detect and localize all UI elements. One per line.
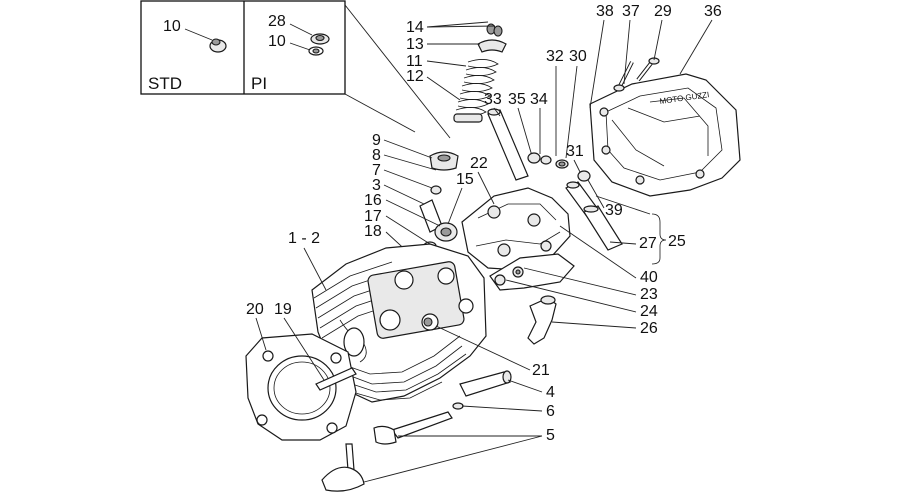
callout-11: 11 bbox=[406, 53, 423, 70]
callout-22: 22 bbox=[470, 155, 488, 172]
cover-gasket-seals bbox=[555, 159, 591, 182]
valve-lower bbox=[321, 443, 365, 492]
breather-fitting bbox=[527, 295, 557, 345]
callout-4: 4 bbox=[546, 384, 555, 401]
callout-21: 21 bbox=[532, 362, 550, 379]
callout-15: 15 bbox=[456, 171, 474, 188]
callout-30: 30 bbox=[569, 48, 587, 65]
callout-38: 38 bbox=[596, 3, 614, 20]
callout-1-2: 1 - 2 bbox=[288, 230, 320, 247]
valve-retainer-parts bbox=[419, 151, 459, 233]
callout-36: 36 bbox=[704, 3, 722, 20]
pushrod bbox=[487, 108, 529, 181]
callout-13: 13 bbox=[406, 36, 424, 53]
callout-37: 37 bbox=[622, 3, 640, 20]
callout-24: 24 bbox=[640, 303, 658, 320]
callout-7: 7 bbox=[372, 162, 381, 179]
callout-10-pi: 10 bbox=[268, 33, 286, 50]
callout-12: 12 bbox=[406, 68, 424, 85]
callout-27: 27 bbox=[639, 235, 657, 252]
valve-guide bbox=[459, 370, 512, 397]
guide-ring bbox=[452, 402, 464, 410]
callout-23: 23 bbox=[640, 286, 658, 303]
callout-19: 19 bbox=[274, 301, 292, 318]
callout-18: 18 bbox=[364, 223, 382, 240]
callout-31: 31 bbox=[566, 143, 584, 160]
valve-cover: MOTO GUZZI bbox=[589, 73, 741, 197]
callout-5: 5 bbox=[546, 427, 555, 444]
callout-6: 6 bbox=[546, 403, 555, 420]
callout-3: 3 bbox=[372, 177, 381, 194]
callout-17: 17 bbox=[364, 208, 382, 225]
pi-label: PI bbox=[251, 74, 267, 93]
callout-29: 29 bbox=[654, 3, 672, 20]
callout-25: 25 bbox=[668, 233, 686, 250]
callout-33: 33 bbox=[484, 91, 502, 108]
std-label: STD bbox=[148, 74, 182, 93]
callout-20: 20 bbox=[246, 301, 264, 318]
cylinder-head bbox=[311, 243, 487, 403]
valve-seal-washer-pi bbox=[308, 33, 330, 56]
callout-8: 8 bbox=[372, 147, 381, 164]
callout-10-std: 10 bbox=[163, 18, 181, 35]
variant-inset: STD PI 10 28 10 bbox=[140, 0, 451, 139]
valve-upper bbox=[373, 411, 453, 445]
rocker-assembly bbox=[461, 181, 623, 271]
callout-16: 16 bbox=[364, 192, 382, 209]
adjuster-screws bbox=[527, 152, 552, 165]
cover-screws bbox=[613, 57, 660, 92]
callout-26: 26 bbox=[640, 320, 658, 337]
valve-stem-seal-std bbox=[209, 38, 227, 53]
callout-35: 35 bbox=[508, 91, 526, 108]
callout-40: 40 bbox=[640, 269, 658, 286]
callout-28-pi: 28 bbox=[268, 13, 286, 30]
callout-32: 32 bbox=[546, 48, 564, 65]
callout-34: 34 bbox=[530, 91, 548, 108]
callout-39: 39 bbox=[605, 202, 623, 219]
callout-14: 14 bbox=[406, 19, 424, 36]
valve-spring-stack bbox=[453, 23, 507, 123]
head-stud bbox=[315, 367, 357, 391]
callout-9: 9 bbox=[372, 132, 381, 149]
head-gasket bbox=[245, 333, 357, 441]
